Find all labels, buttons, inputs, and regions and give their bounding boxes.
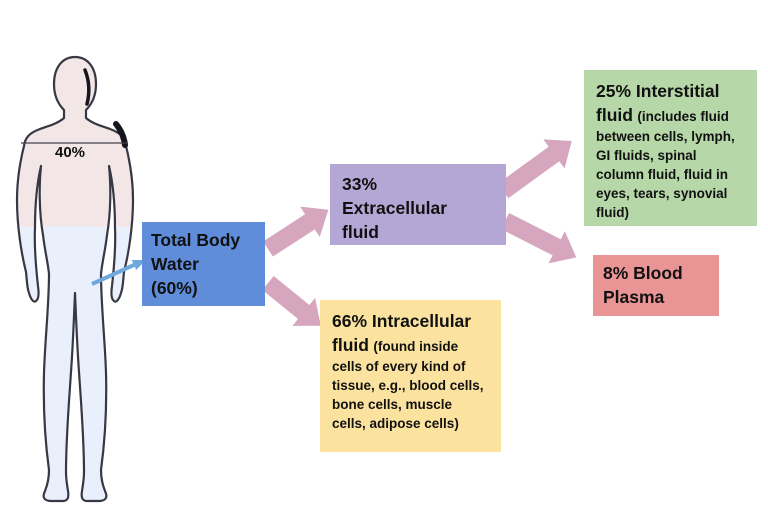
intracellular-title: 66% Intracellular fluid [332,311,472,355]
arrow-extracellular-to-plasma-icon [500,212,577,264]
node-total-body-water: Total Body Water (60%) [142,222,265,306]
head-shadow-mark [83,68,91,106]
body-40-percent-label: 40% [55,144,86,161]
arrow-extracellular-to-interstitial-icon [497,139,572,199]
intracellular-detail: (found inside cells of every kind of tis… [332,339,484,431]
node-interstitial-fluid: 25% Interstitial fluid (includes fluid b… [584,70,757,226]
interstitial-title: 25% Interstitial fluid [596,81,720,125]
node-extracellular-fluid: 33% Extracellular fluid [330,164,506,245]
node-blood-plasma: 8% Blood Plasma [593,255,719,316]
arrow-total-to-extracellular-icon [263,206,329,257]
body-silhouette [15,55,135,503]
interstitial-detail: (includes fluid between cells, lymph, GI… [596,109,735,220]
node-intracellular-fluid: 66% Intracellular fluid (found inside ce… [320,300,501,452]
arrow-total-to-intracellular-icon [262,276,321,326]
